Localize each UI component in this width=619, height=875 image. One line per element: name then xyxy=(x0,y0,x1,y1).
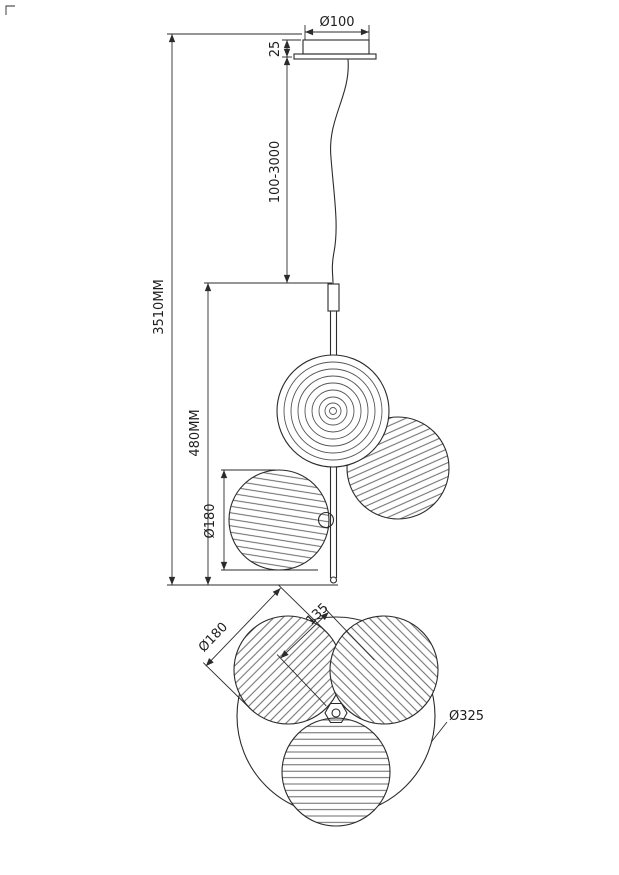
dim-canopy-diameter: Ø100 xyxy=(304,15,370,40)
plan-view: Ø180 135 Ø325 xyxy=(196,584,484,827)
shade-plan-bottom xyxy=(281,717,391,827)
dim-canopy-height: 25 xyxy=(268,39,301,58)
dim-label-canopy-height: 25 xyxy=(268,41,283,58)
dim-label-shade-diameter-side: Ø180 xyxy=(203,503,218,538)
dim-cluster-diameter: Ø325 xyxy=(431,709,484,742)
dim-label-canopy-diameter: Ø100 xyxy=(319,15,354,30)
corner-crop-mark xyxy=(5,5,15,15)
dim-fixture-height: 480MM xyxy=(188,282,332,585)
shade-side-front xyxy=(276,354,390,468)
shade-mount-knob xyxy=(317,511,335,529)
dim-shade-diameter-side: Ø180 xyxy=(203,469,318,571)
dim-overall-height: 3510MM xyxy=(152,33,338,586)
ceiling-canopy xyxy=(293,39,377,60)
dim-label-cable-length: 100-3000 xyxy=(268,141,283,204)
dim-label-fixture-height: 480MM xyxy=(188,409,203,456)
central-hub xyxy=(324,702,348,724)
dim-label-overall-height: 3510MM xyxy=(152,279,167,335)
shade-plan-top-right xyxy=(329,615,439,725)
shade-plan-top-left xyxy=(233,615,343,725)
dim-label-shade-diameter-plan: Ø180 xyxy=(196,620,231,656)
suspension-cable xyxy=(330,58,349,285)
shade-side-left xyxy=(228,469,335,571)
dim-cable-length: 100-3000 xyxy=(268,57,291,283)
dim-label-cluster-diameter: Ø325 xyxy=(449,709,484,724)
